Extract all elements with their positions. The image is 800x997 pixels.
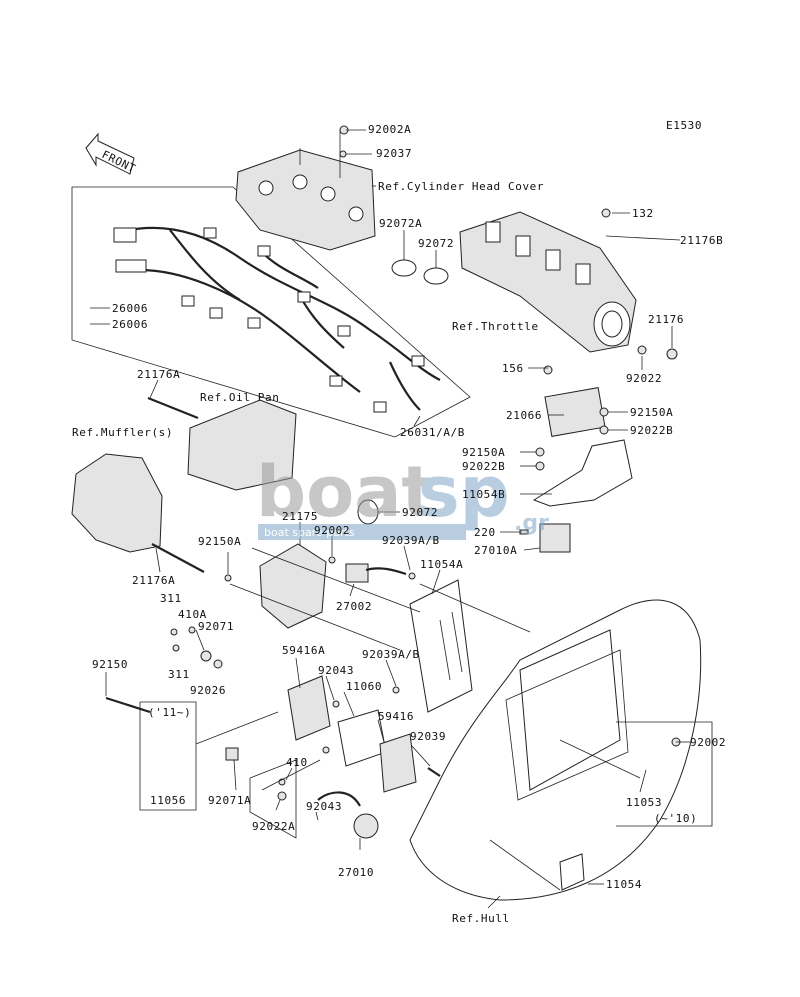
part-label-92022B-right: 92022B (630, 424, 673, 437)
part-label-92026: 92026 (190, 684, 226, 697)
fastener-hardware (105, 125, 681, 801)
wiring-harness-part (113, 226, 441, 413)
watermark-tagline: boat spare parts (264, 526, 355, 539)
part-label-11054: 11054 (606, 878, 642, 891)
part-label-92043-a: 92043 (318, 664, 354, 677)
figure-code: E1530 (666, 119, 702, 132)
part-label-92071: 92071 (198, 620, 234, 633)
ref-throttle: Ref.Throttle (452, 320, 539, 333)
ref-muffler: Ref.Muffler(s) (72, 426, 173, 439)
module-27010A-part (539, 523, 571, 553)
sensor-27002-part (345, 563, 369, 583)
part-label-92072A: 92072A (379, 217, 422, 230)
leader-lines (90, 129, 713, 909)
part-label-132: 132 (632, 207, 654, 220)
watermark-brand-a: boat (256, 451, 435, 533)
ref-oil-pan: Ref.Oil Pan (200, 391, 279, 404)
part-label-92037: 92037 (376, 147, 412, 160)
bracket-11054A-part (409, 579, 473, 713)
part-label-26006-b: 26006 (112, 318, 148, 331)
part-label-11060: 11060 (346, 680, 382, 693)
watermark-brand-b: sp (418, 451, 510, 533)
regulator-21066-part (544, 387, 606, 437)
throttle-body-part (459, 211, 637, 353)
part-label-11053: 11053 (626, 796, 662, 809)
bracket-11054-part (559, 853, 585, 891)
front-arrow-icon: FRONT (85, 132, 138, 176)
watermark-logo: boat sp .gr boat spare parts (256, 451, 549, 540)
part-label-11054B: 11054B (462, 488, 505, 501)
part-label-26031AB: 26031/A/B (400, 426, 465, 439)
part-label-92002-right: 92002 (690, 736, 726, 749)
part-label-410A: 410A (178, 608, 207, 621)
part-label-11-note: ('11~) (148, 706, 191, 719)
part-label-92072-upper: 92072 (418, 237, 454, 250)
part-label-26006-a: 26006 (112, 302, 148, 315)
ref-hull: Ref.Hull (452, 912, 510, 925)
ref-cylinder-head-cover: Ref.Cylinder Head Cover (378, 180, 544, 193)
part-label-92002: 92002 (314, 524, 350, 537)
part-label-311-a: 311 (160, 592, 182, 605)
part-label-220: 220 (474, 526, 496, 539)
part-label-21176B: 21176B (680, 234, 723, 247)
part-label-21176A-top: 21176A (137, 368, 180, 381)
part-label-92043-b: 92043 (306, 800, 342, 813)
part-label-92002A: 92002A (368, 123, 411, 136)
part-label-92022: 92022 (626, 372, 662, 385)
part-label-410: 410 (286, 756, 308, 769)
clamp-ring-92072 (423, 267, 449, 285)
part-label-92039AB-mid: 92039A/B (362, 648, 420, 661)
part-label-92071A: 92071A (208, 794, 251, 807)
wiring-harness-callout-box (71, 186, 471, 438)
clamp-ring-92072A (391, 259, 417, 277)
muffler-part (71, 453, 163, 553)
sensor-21176A-bottom (151, 543, 205, 573)
part-label-21176: 21176 (648, 313, 684, 326)
part-label-21176A-bottom: 21176A (132, 574, 175, 587)
hull-part (409, 599, 702, 901)
part-label-21066: 21066 (506, 409, 542, 422)
cylinder-head-cover-part (235, 130, 376, 251)
bracket-59416-part (379, 733, 417, 793)
bracket-59416A-part (287, 675, 331, 741)
bracket-11054B-part (532, 439, 633, 507)
part-label-92072-lower: 92072 (402, 506, 438, 519)
part-label-311-b: 311 (168, 668, 190, 681)
part-label-92150A-mid: 92150A (462, 446, 505, 459)
relay-27010-part (317, 791, 379, 839)
watermark-suffix: .gr (514, 511, 549, 536)
part-label-92150A-left: 92150A (198, 535, 241, 548)
part-label-92022B-mid: 92022B (462, 460, 505, 473)
part-label-92039AB-top: 92039A/B (382, 534, 440, 547)
part-label-11054A: 11054A (420, 558, 463, 571)
part-label-27010A: 27010A (474, 544, 517, 557)
part-label-92039: 92039 (410, 730, 446, 743)
part-label-59416A: 59416A (282, 644, 325, 657)
oil-pan-part (187, 399, 297, 491)
part-label-156: 156 (502, 362, 524, 375)
sensor-21176A-top (147, 396, 199, 420)
part-label-92150A-right: 92150A (630, 406, 673, 419)
part-label-59416: 59416 (378, 710, 414, 723)
part-label-92022A: 92022A (252, 820, 295, 833)
part-label-21175: 21175 (282, 510, 318, 523)
part-label-92150: 92150 (92, 658, 128, 671)
part-label-11056: 11056 (150, 794, 186, 807)
part-label-10-note: (~'10) (654, 812, 697, 825)
ecu-21175-part (259, 543, 327, 629)
part-label-27010: 27010 (338, 866, 374, 879)
part-label-27002: 27002 (336, 600, 372, 613)
